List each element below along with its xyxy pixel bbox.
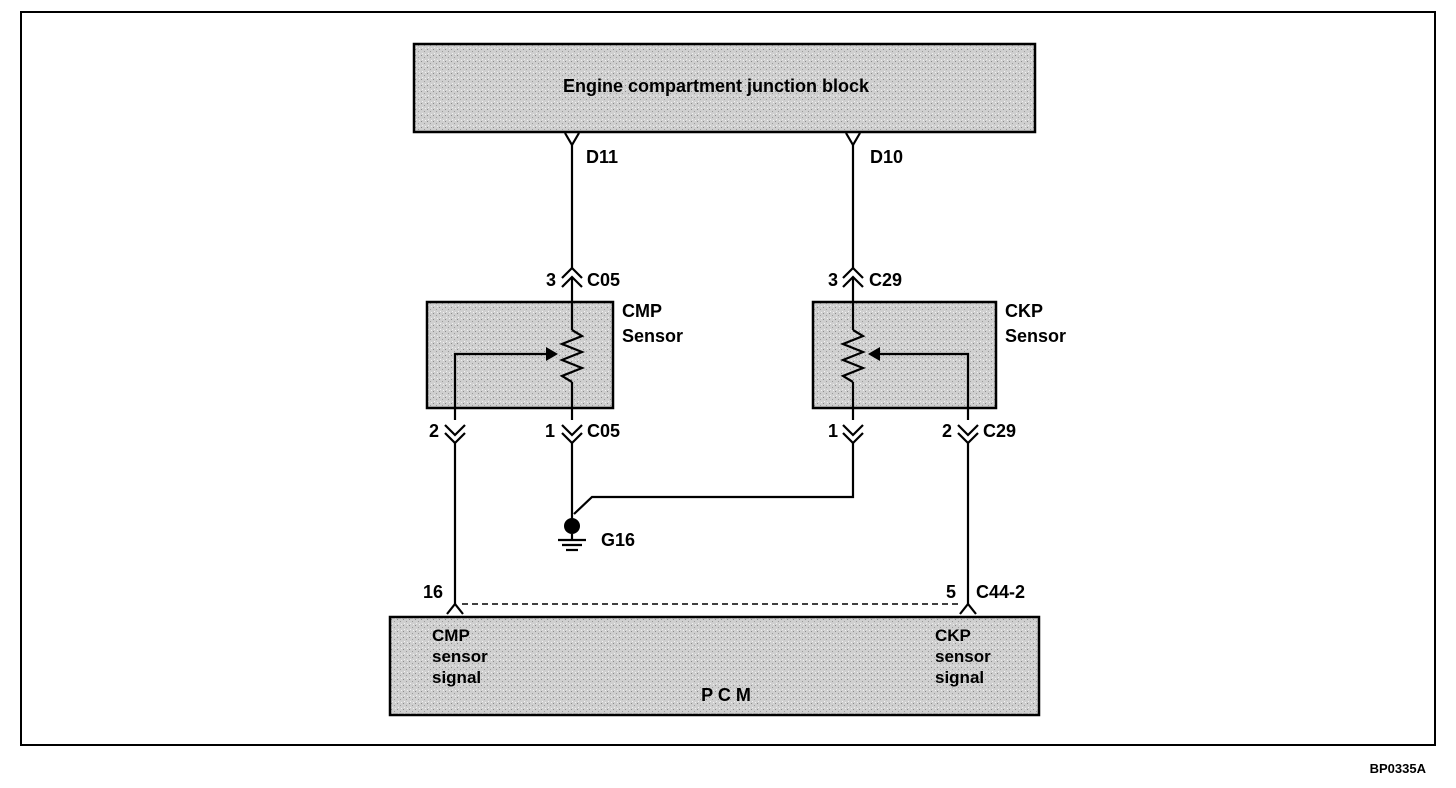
pcm-ckp-signal-3: signal: [935, 668, 984, 687]
junction-block-label: Engine compartment junction block: [563, 76, 870, 96]
ckp-bottom-right-connector: 2 C29: [942, 421, 1016, 445]
wire-ckp-ground: [573, 443, 855, 515]
ckp-bottom-connector-label: C29: [983, 421, 1016, 441]
pcm-cmp-signal-1: CMP: [432, 626, 470, 645]
cmp-bottom-left-pin: 2: [429, 421, 439, 441]
ckp-top-connector-label: C29: [869, 270, 902, 290]
cmp-sensor-label-1: CMP: [622, 301, 662, 321]
pcm-label: P C M: [701, 685, 751, 705]
ckp-sensor-label-2: Sensor: [1005, 326, 1066, 346]
pcm-cmp-signal-3: signal: [432, 668, 481, 687]
junction-block: Engine compartment junction block: [412, 42, 1037, 134]
pin-d10-label: D10: [870, 147, 903, 167]
ckp-bottom-left-pin: 1: [828, 421, 838, 441]
pcm-right-pin-label: 5: [946, 582, 956, 602]
diagram-frame: [20, 11, 1436, 746]
cmp-top-pin: 3: [546, 270, 556, 290]
cmp-bottom-right-pin: 1: [545, 421, 555, 441]
ckp-bottom-right-pin: 2: [942, 421, 952, 441]
pcm-left-pin-label: 16: [423, 582, 443, 602]
pin-d10: D10: [845, 132, 903, 167]
pcm-left-pin: 16: [423, 582, 464, 615]
cmp-top-connector: 3 C05: [546, 266, 620, 290]
ground-g16: G16: [558, 518, 635, 552]
ckp-sensor: CKP Sensor: [811, 278, 1066, 420]
ckp-top-connector: 3 C29: [828, 266, 902, 290]
cmp-top-connector-label: C05: [587, 270, 620, 290]
pcm-connector-label: C44-2: [976, 582, 1025, 602]
ckp-sensor-label-1: CKP: [1005, 301, 1043, 321]
cmp-sensor-label-2: Sensor: [622, 326, 683, 346]
pcm-ckp-signal-1: CKP: [935, 626, 971, 645]
pcm-module: CMP sensor signal CKP sensor signal P C …: [388, 615, 1041, 717]
pin-d11-label: D11: [586, 147, 618, 167]
cmp-bottom-left-connector: 2: [429, 421, 466, 445]
pcm-cmp-signal-2: sensor: [432, 647, 488, 666]
cmp-bottom-connector-label: C05: [587, 421, 620, 441]
cmp-sensor: CMP Sensor: [425, 278, 683, 420]
ckp-top-pin: 3: [828, 270, 838, 290]
ground-label: G16: [601, 530, 635, 550]
pcm-right-pin: 5 C44-2: [946, 582, 1025, 615]
ckp-bottom-left-connector: 1: [828, 421, 864, 445]
figure-code: BP0335A: [1370, 761, 1427, 776]
pcm-ckp-signal-2: sensor: [935, 647, 991, 666]
cmp-bottom-right-connector: 1 C05: [545, 421, 620, 445]
